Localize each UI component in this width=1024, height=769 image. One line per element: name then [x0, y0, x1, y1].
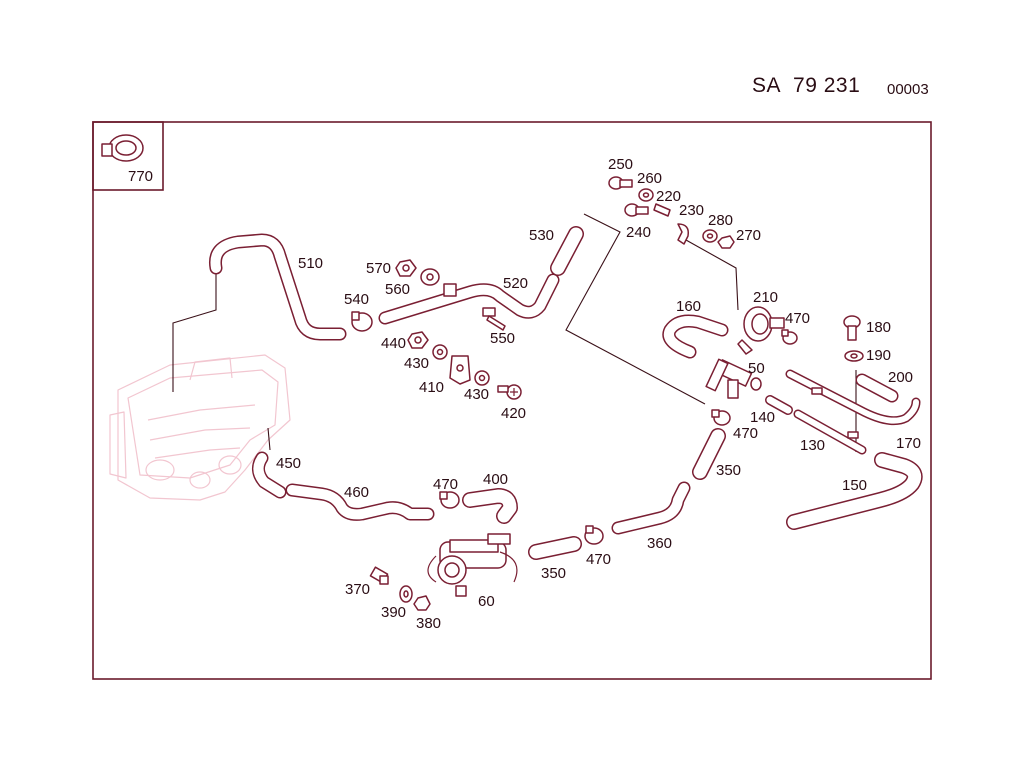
label-150: 150	[842, 477, 867, 494]
part-420-screw[interactable]	[497, 384, 522, 400]
pipe-520[interactable]	[378, 273, 560, 325]
label-270: 270	[736, 227, 761, 244]
part-180-bolt[interactable]	[843, 315, 861, 341]
label-430a: 430	[404, 355, 429, 372]
hose-530[interactable]	[550, 226, 584, 276]
part-470a-clamp[interactable]	[781, 329, 798, 345]
label-570: 570	[366, 260, 391, 277]
part-770-hose-clamp[interactable]	[101, 134, 144, 162]
label-360: 360	[647, 535, 672, 552]
label-180: 180	[866, 319, 891, 336]
sheet-number: 00003	[887, 81, 929, 98]
part-470b-clamp[interactable]	[711, 409, 731, 426]
part-190-washer[interactable]	[844, 350, 864, 362]
label-200: 200	[888, 369, 913, 386]
label-460: 460	[344, 484, 369, 501]
label-470d: 470	[586, 551, 611, 568]
hose-350-upper[interactable]	[692, 428, 726, 480]
pipe-360[interactable]	[611, 481, 691, 535]
label-210: 210	[753, 289, 778, 306]
label-370: 370	[345, 581, 370, 598]
label-230: 230	[679, 202, 704, 219]
label-550: 550	[490, 330, 515, 347]
label-220: 220	[656, 188, 681, 205]
part-470d-clamp[interactable]	[584, 525, 604, 545]
part-430b-washer[interactable]	[474, 370, 490, 386]
hose-510[interactable]	[208, 233, 347, 341]
part-230-bracket[interactable]	[677, 223, 690, 245]
label-770: 770	[128, 168, 153, 185]
label-140: 140	[750, 409, 775, 426]
part-370-fitting[interactable]	[369, 566, 389, 585]
label-560: 560	[385, 281, 410, 298]
part-220-clip[interactable]	[653, 203, 671, 217]
part-250-screw[interactable]	[608, 176, 633, 190]
label-380: 380	[416, 615, 441, 632]
label-440: 440	[381, 335, 406, 352]
diagram-code-number: 79 231	[793, 74, 861, 97]
pipe-460[interactable]	[285, 483, 435, 521]
label-50: 50	[748, 360, 765, 377]
part-430a-washer[interactable]	[432, 344, 448, 360]
label-280: 280	[708, 212, 733, 229]
part-280-washer[interactable]	[702, 229, 718, 243]
diagram-frame	[92, 121, 932, 680]
part-260-washer[interactable]	[638, 188, 654, 202]
hose-350-lower[interactable]	[528, 536, 582, 560]
label-130: 130	[800, 437, 825, 454]
label-430b: 430	[464, 386, 489, 403]
part-410-bracket[interactable]	[449, 355, 471, 385]
part-380-nut[interactable]	[413, 595, 431, 611]
label-510: 510	[298, 255, 323, 272]
label-190: 190	[866, 347, 891, 364]
part-50-t-piece[interactable]	[705, 358, 762, 399]
part-270-nut[interactable]	[717, 235, 735, 249]
hose-160[interactable]	[662, 314, 729, 359]
hose-140[interactable]	[765, 395, 793, 415]
label-530: 530	[529, 227, 554, 244]
hose-200[interactable]	[855, 373, 899, 403]
label-470a: 470	[785, 310, 810, 327]
label-60: 60	[478, 593, 495, 610]
label-350b: 350	[541, 565, 566, 582]
label-520: 520	[503, 275, 528, 292]
part-560-washer[interactable]	[420, 268, 440, 286]
hose-400[interactable]	[462, 488, 518, 524]
diagram-code-prefix: SA	[752, 74, 782, 97]
label-260: 260	[637, 170, 662, 187]
part-210-valve[interactable]	[737, 306, 785, 355]
part-440-nut[interactable]	[407, 331, 429, 349]
label-450: 450	[276, 455, 301, 472]
label-420: 420	[501, 405, 526, 422]
label-390: 390	[381, 604, 406, 621]
label-170: 170	[896, 435, 921, 452]
label-160: 160	[676, 298, 701, 315]
part-570-nut[interactable]	[395, 259, 417, 277]
hose-150[interactable]	[786, 452, 923, 530]
part-labels: 770 510 570 560 540 520 530 550 440 430 …	[128, 156, 921, 632]
label-250: 250	[608, 156, 633, 173]
part-390-washer[interactable]	[399, 585, 413, 603]
hose-450[interactable]	[252, 451, 287, 499]
pipe-170[interactable]	[785, 369, 921, 426]
part-470c-clamp[interactable]	[439, 491, 460, 509]
label-540: 540	[344, 291, 369, 308]
label-470b: 470	[733, 425, 758, 442]
diagram-code: SA 79 231	[752, 74, 860, 98]
label-350a: 350	[716, 462, 741, 479]
label-410: 410	[419, 379, 444, 396]
pipe-130[interactable]	[793, 387, 867, 455]
label-400: 400	[483, 471, 508, 488]
part-550-bolt[interactable]	[482, 307, 506, 331]
inset-box	[92, 121, 164, 191]
part-540-clamp[interactable]	[351, 311, 373, 332]
part-240-screw[interactable]	[624, 203, 649, 217]
label-470c: 470	[433, 476, 458, 493]
part-60-fuel-pump[interactable]	[427, 533, 518, 597]
label-240: 240	[626, 224, 651, 241]
